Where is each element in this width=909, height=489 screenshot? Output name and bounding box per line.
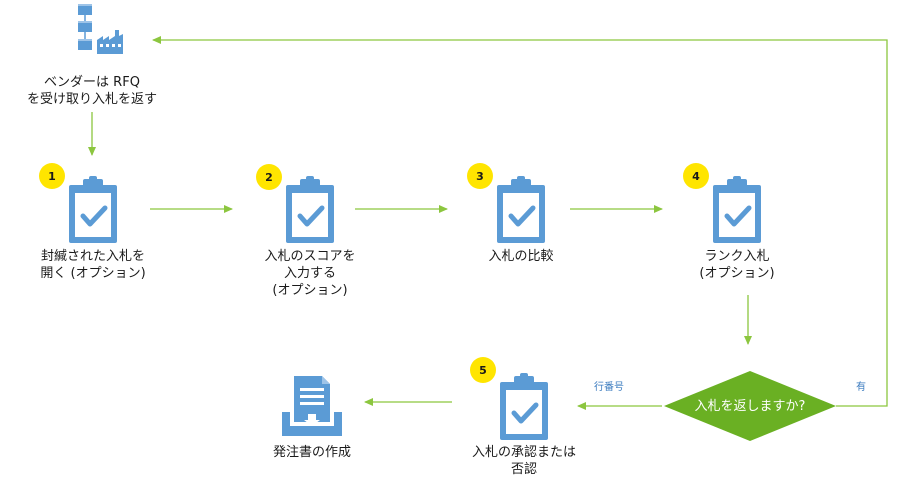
step-badge: 4: [683, 163, 709, 189]
step5-label: 入札の承認または 否認: [471, 445, 576, 477]
clipboard-check-icon: [286, 176, 334, 243]
svg-text:2: 2: [265, 171, 273, 184]
vendor-label: ベンダーは RFQ を受け取り入札を返す: [26, 75, 157, 107]
step-badge: 5: [470, 357, 496, 383]
decision-diamond: 入札を返しますか?: [664, 371, 836, 441]
document-tray-icon: [282, 376, 342, 436]
output-label: 発注書の作成: [272, 445, 351, 460]
svg-text:1: 1: [48, 170, 56, 183]
svg-text:3: 3: [476, 170, 484, 183]
server-stack-icon: [78, 4, 92, 50]
clipboard-check-icon: [500, 373, 548, 440]
step4-label: ランク入札 (オプション): [699, 249, 775, 281]
factory-icon: [97, 30, 123, 54]
decision-yes-label: 有: [856, 382, 866, 393]
step2-label: 入札のスコアを 入力する (オプション): [264, 249, 356, 298]
svg-text:4: 4: [692, 170, 700, 183]
step-badge: 3: [467, 163, 493, 189]
step1-label: 封緘された入札を 開く (オプション): [40, 249, 146, 281]
clipboard-check-icon: [497, 176, 545, 243]
step-badge: 1: [39, 163, 65, 189]
step-badge: 2: [256, 164, 282, 190]
clipboard-check-icon: [69, 176, 117, 243]
decision-no-label: 行番号: [594, 382, 624, 393]
clipboard-check-icon: [713, 176, 761, 243]
svg-text:5: 5: [479, 364, 487, 377]
connector-decision-loop-to-vendor: [152, 36, 888, 407]
step3-label: 入札の比較: [488, 249, 554, 264]
decision-text: 入札を返しますか?: [695, 399, 806, 414]
